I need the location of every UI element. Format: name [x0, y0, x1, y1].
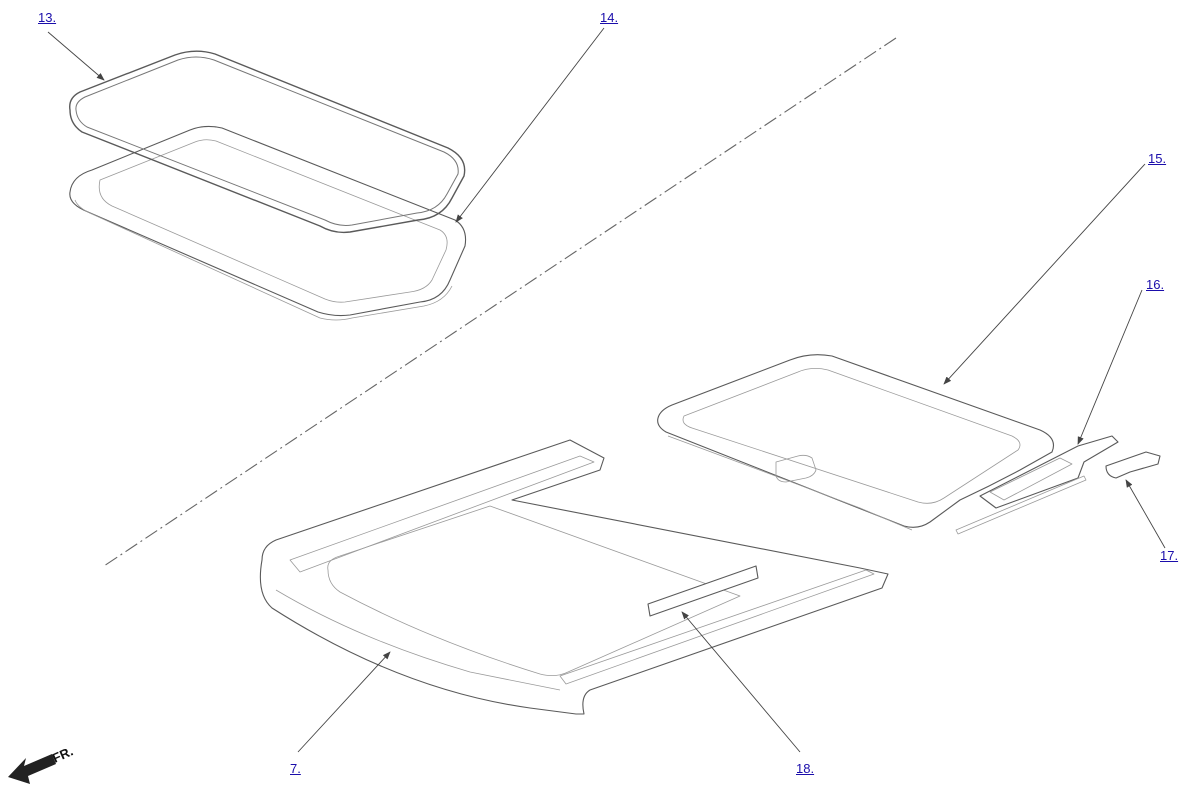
leader-13	[47, 31, 105, 81]
part-bracket[interactable]	[1105, 451, 1161, 479]
separator-line	[103, 37, 897, 567]
front-direction-arrow-icon	[8, 754, 56, 784]
part-sunroof-frame[interactable]	[259, 439, 889, 715]
callout-17[interactable]: 17.	[1160, 548, 1179, 563]
callout-15[interactable]: 15.	[1148, 151, 1167, 166]
part-glass-panel[interactable]	[69, 125, 467, 321]
leader-18	[681, 611, 801, 753]
leader-15	[943, 163, 1146, 385]
leader-16	[1077, 289, 1143, 445]
callout-18[interactable]: 18.	[796, 761, 815, 776]
leader-17	[1125, 479, 1166, 549]
part-sunshade[interactable]	[657, 354, 1055, 531]
part-weatherstrip[interactable]	[69, 50, 466, 234]
part-seal-strip[interactable]	[647, 565, 759, 617]
leader-14	[455, 27, 605, 223]
callout-13[interactable]: 13.	[38, 10, 57, 25]
callout-16[interactable]: 16.	[1146, 277, 1165, 292]
callout-7[interactable]: 7.	[290, 761, 301, 776]
leader-7	[297, 651, 391, 753]
callout-14[interactable]: 14.	[600, 10, 619, 25]
